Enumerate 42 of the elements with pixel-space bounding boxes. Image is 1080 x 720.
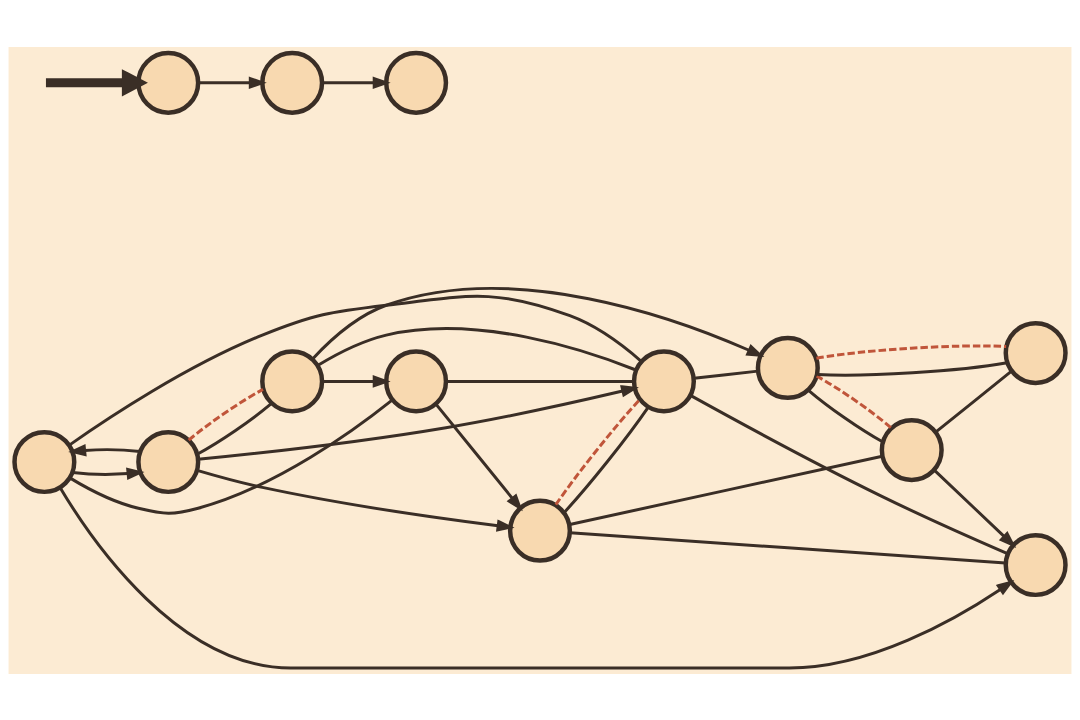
node-circle bbox=[12, 429, 77, 494]
arrow bbox=[196, 468, 515, 532]
node-circle bbox=[136, 429, 201, 494]
connector bbox=[187, 387, 264, 441]
arrow bbox=[198, 76, 267, 89]
node-circle bbox=[631, 348, 696, 413]
arrow bbox=[45, 68, 148, 96]
connector bbox=[69, 398, 394, 515]
connector bbox=[563, 406, 650, 513]
connector bbox=[570, 530, 1006, 564]
arrow bbox=[434, 402, 523, 511]
arrow bbox=[322, 374, 391, 388]
arrow bbox=[197, 384, 639, 461]
connector bbox=[68, 294, 643, 446]
arrow bbox=[68, 443, 141, 457]
node-circle bbox=[384, 348, 449, 413]
node-circle bbox=[260, 348, 325, 413]
connector bbox=[693, 369, 759, 380]
arrow bbox=[72, 466, 145, 480]
connector bbox=[554, 397, 641, 506]
node-circle bbox=[384, 50, 449, 115]
connector bbox=[816, 343, 1007, 360]
arrow bbox=[311, 286, 765, 360]
arrow bbox=[58, 486, 1015, 670]
connector bbox=[316, 326, 637, 371]
node-circle bbox=[1003, 532, 1068, 597]
connector bbox=[935, 369, 1013, 433]
connector bbox=[807, 388, 884, 443]
node-circle bbox=[507, 498, 573, 563]
connector bbox=[817, 360, 1008, 377]
connector bbox=[446, 379, 635, 383]
arrow bbox=[322, 76, 391, 89]
node-circle bbox=[879, 417, 944, 482]
connector bbox=[196, 402, 273, 456]
node-circle bbox=[755, 335, 820, 400]
connector bbox=[569, 454, 883, 526]
node-circle bbox=[136, 50, 201, 115]
arrow bbox=[933, 468, 1017, 548]
connector bbox=[689, 393, 1009, 555]
node-circle bbox=[260, 50, 325, 115]
node-circle bbox=[1003, 320, 1068, 385]
connector bbox=[816, 374, 892, 429]
